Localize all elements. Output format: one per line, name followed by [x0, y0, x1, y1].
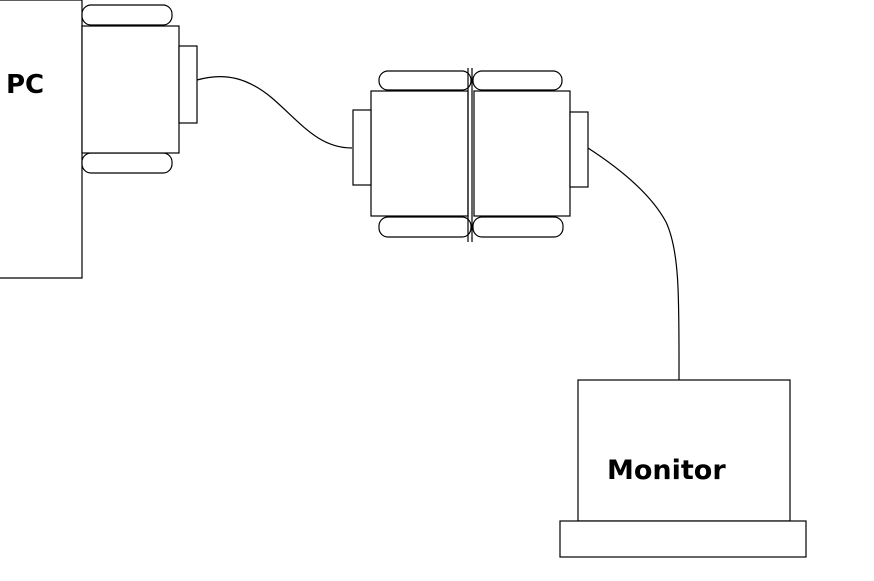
- adapter-top-right-tab: [472, 70, 563, 91]
- adapter-bottom-right-tab: [472, 216, 564, 238]
- pc-connector-plug: [178, 45, 198, 124]
- pc-connector-top-tab: [81, 4, 173, 26]
- monitor-label: Monitor: [607, 455, 726, 486]
- pc-label: PC: [6, 70, 44, 100]
- adapter-bottom-left-tab: [378, 216, 472, 238]
- adapter-left-body: [370, 90, 469, 217]
- pc-connector-bottom-tab: [81, 152, 173, 174]
- adapter-top-left-tab: [378, 70, 472, 91]
- monitor-screen: [577, 379, 791, 522]
- adapter-right-plug: [569, 111, 589, 188]
- cable-adapter-to-monitor: [587, 147, 680, 381]
- pc-connector: [81, 4, 198, 174]
- monitor-stand: [559, 520, 807, 558]
- pc: PC: [0, 0, 83, 279]
- pc-connector-body: [81, 25, 180, 154]
- adapter-right-body: [473, 90, 571, 217]
- adapter-left-plug: [352, 109, 372, 186]
- adapter: [352, 68, 589, 242]
- cable-pc-to-adapter: [196, 75, 353, 149]
- monitor: Monitor: [559, 379, 807, 558]
- pc-box: [0, 0, 83, 279]
